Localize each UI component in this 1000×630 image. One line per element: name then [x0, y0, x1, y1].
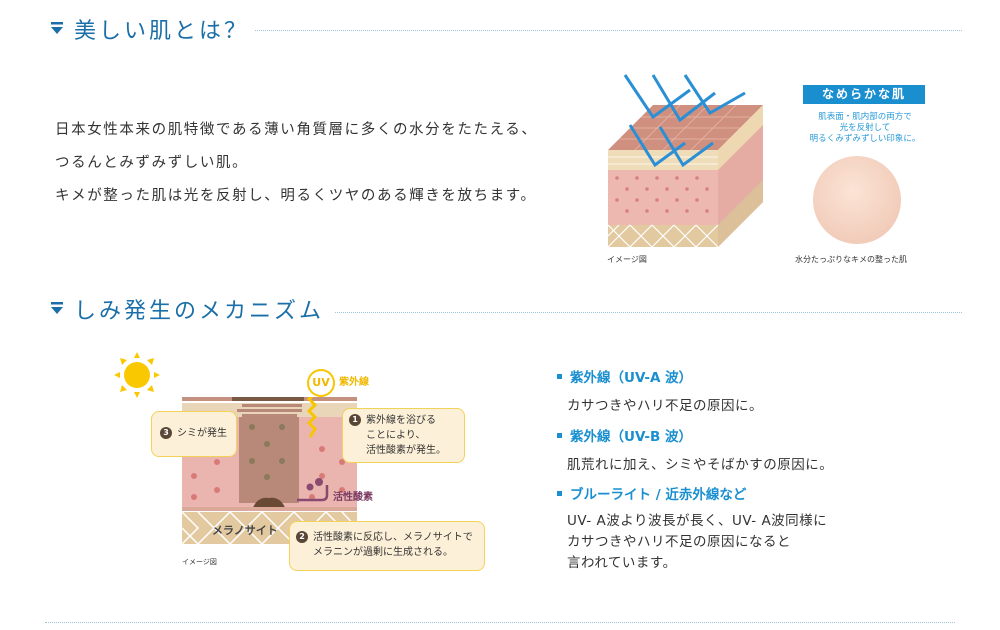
- section-heading-beautiful-skin: 美しい肌とは？: [50, 13, 249, 45]
- cause-list: 紫外線（UV-A 波） カサつきやハリ不足の原因に。 紫外線（UV-B 波） 肌…: [557, 366, 897, 574]
- callout-step-3: 3 シミが発生: [151, 411, 237, 457]
- step-text: シミが発生: [177, 428, 227, 439]
- section-title: 美しい肌とは？: [74, 19, 250, 44]
- list-item-title: 紫外線（UV-B 波）: [570, 429, 693, 445]
- sun-icon: [114, 352, 160, 398]
- list-item-body: カサつきやハリ不足の原因に。: [567, 398, 763, 414]
- step-number: 2: [296, 531, 308, 543]
- intro-line: つるんとみずみずしい肌。: [55, 155, 249, 171]
- melanocyte-label: メラノサイト: [212, 524, 278, 537]
- chevron-down-icon: [51, 302, 63, 314]
- note-line: 明るくみずみずしい印象に。: [809, 134, 921, 144]
- list-item-body: UV- A波より波長が長く、UV- A波同様に: [567, 513, 828, 529]
- bullet-icon: [557, 433, 562, 438]
- ros-label: 活性酸素: [333, 492, 373, 503]
- image-caption: イメージ図: [182, 558, 217, 566]
- divider: [45, 622, 955, 623]
- smooth-skin-note: 肌表面・肌内部の両方で 光を反射して 明るくみずみずしい印象に。: [795, 112, 935, 145]
- step-text: ことにより、: [366, 430, 426, 441]
- skin-layer-illustration: [607, 74, 763, 248]
- divider: [335, 312, 962, 313]
- callout-step-2: 2 活性酸素に反応し、メラノサイトで メラニンが過剰に生成される。: [289, 521, 485, 571]
- skin-closeup-image: [813, 156, 901, 244]
- step-text: メラニンが過剰に生成される。: [313, 547, 453, 558]
- list-item-title: 紫外線（UV-A 波）: [570, 370, 693, 386]
- list-item-body: カサつきやハリ不足の原因になると: [567, 534, 791, 550]
- intro-text: 日本女性本来の肌特徴である薄い角質層に多くの水分をたたえる、 つるんとみずみずし…: [55, 118, 537, 217]
- bullet-icon: [557, 491, 562, 496]
- step-text: 紫外線を浴びる: [366, 415, 436, 426]
- smooth-skin-badge: なめらかな肌: [803, 85, 925, 104]
- note-line: 光を反射して: [839, 123, 891, 133]
- intro-line: キメが整った肌は光を反射し、明るくツヤのある輝きを放ちます。: [55, 188, 537, 204]
- list-item-title: ブルーライト / 近赤外線など: [570, 487, 747, 503]
- step-number: 1: [349, 414, 361, 426]
- step-text: 活性酸素が発生。: [366, 445, 446, 456]
- skin-caption: 水分たっぷりなキメの整った肌: [795, 255, 907, 264]
- section-title: しみ発生のメカニズム: [74, 299, 325, 324]
- bullet-icon: [557, 374, 562, 379]
- list-item-body: 肌荒れに加え、シミやそばかすの原因に。: [567, 457, 834, 473]
- divider: [255, 30, 962, 31]
- note-line: 肌表面・肌内部の両方で: [818, 112, 912, 122]
- callout-step-1: 1 紫外線を浴びる ことにより、 活性酸素が発生。: [342, 408, 465, 463]
- intro-line: 日本女性本来の肌特徴である薄い角質層に多くの水分をたたえる、: [55, 122, 538, 138]
- step-text: 活性酸素に反応し、メラノサイトで: [313, 532, 473, 543]
- chevron-down-icon: [51, 22, 63, 34]
- list-item-body: 言われています。: [567, 555, 677, 571]
- section-heading-spot-mechanism: しみ発生のメカニズム: [50, 293, 324, 325]
- uv-label: 紫外線: [339, 377, 369, 388]
- uv-icon: UV: [307, 369, 335, 397]
- list-item: 紫外線（UV-B 波） 肌荒れに加え、シミやそばかすの原因に。: [557, 425, 897, 483]
- step-number: 3: [160, 427, 172, 439]
- image-caption: イメージ図: [607, 255, 647, 264]
- list-item: ブルーライト / 近赤外線など UV- A波より波長が長く、UV- A波同様に …: [557, 483, 897, 574]
- list-item: 紫外線（UV-A 波） カサつきやハリ不足の原因に。: [557, 366, 897, 425]
